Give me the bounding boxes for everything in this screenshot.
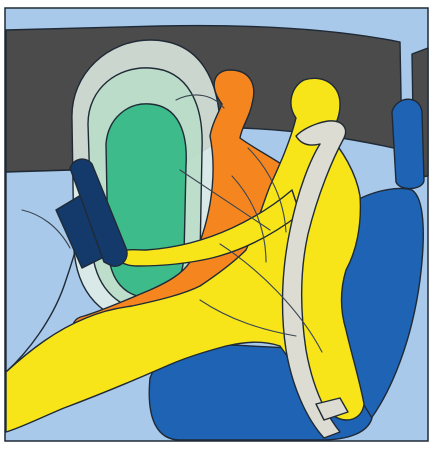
headrest bbox=[392, 99, 424, 188]
airbag-inner-stage bbox=[106, 104, 186, 298]
